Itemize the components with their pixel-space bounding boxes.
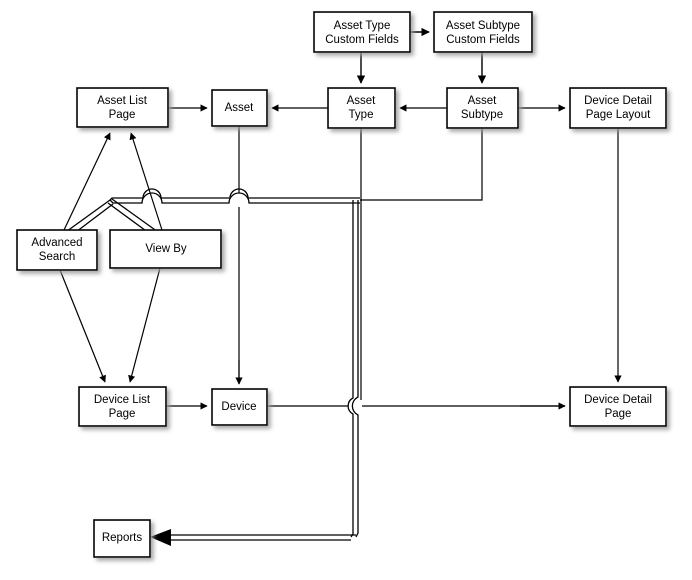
node-device-detail-page-layout[interactable]: Device Detail Page Layout <box>569 87 667 129</box>
node-label: Page <box>109 408 136 420</box>
node-device[interactable]: Device <box>211 388 268 426</box>
node-label: Search <box>39 251 75 263</box>
node-label: View By <box>145 243 187 255</box>
node-view-by[interactable]: View By <box>109 229 222 269</box>
node-label: Custom Fields <box>325 34 399 46</box>
edge-bus-double-line <box>62 188 360 541</box>
node-label: Page <box>109 109 136 121</box>
node-layer: Asset Type Custom Fields Asset Subtype C… <box>16 11 667 558</box>
edge-advanced-search-to-alp <box>63 132 111 231</box>
edge-advanced-search-to-dlp <box>59 269 106 383</box>
node-label: Asset List <box>97 95 148 107</box>
node-label: Device Detail <box>584 394 652 406</box>
edge-view-by-to-dlp <box>128 267 161 383</box>
node-asset[interactable]: Asset <box>211 89 268 127</box>
node-advanced-search[interactable]: Advanced Search <box>16 229 98 271</box>
node-label: Custom Fields <box>446 34 520 46</box>
node-label: Device <box>221 401 256 413</box>
node-asset-type-custom-fields[interactable]: Asset Type Custom Fields <box>313 11 411 53</box>
edge-view-by-to-alp <box>129 132 163 231</box>
node-label: Asset <box>347 95 377 107</box>
node-label: Device List <box>94 394 151 406</box>
node-reports[interactable]: Reports <box>93 519 151 558</box>
node-label: Asset Subtype <box>446 20 520 32</box>
edge-layer <box>59 27 622 410</box>
node-label: Page Layout <box>586 109 651 121</box>
node-label: Asset Type <box>334 20 391 32</box>
node-label: Device Detail <box>584 95 652 107</box>
node-asset-list-page[interactable]: Asset List Page <box>76 87 169 128</box>
node-label: Page <box>605 408 632 420</box>
node-label: Reports <box>102 532 143 544</box>
node-device-detail-page[interactable]: Device Detail Page <box>569 386 667 427</box>
node-label: Asset <box>225 102 255 114</box>
node-asset-subtype[interactable]: Asset Subtype <box>446 87 519 129</box>
edge-asset-subtype-down-left <box>360 128 483 201</box>
node-label: Type <box>349 109 374 121</box>
node-device-list-page[interactable]: Device List Page <box>78 386 167 427</box>
node-label: Asset <box>468 95 498 107</box>
node-asset-type[interactable]: Asset Type <box>327 87 396 129</box>
node-label: Advanced <box>31 237 82 249</box>
node-label: Subtype <box>461 109 503 121</box>
node-asset-subtype-custom-fields[interactable]: Asset Subtype Custom Fields <box>433 11 533 53</box>
